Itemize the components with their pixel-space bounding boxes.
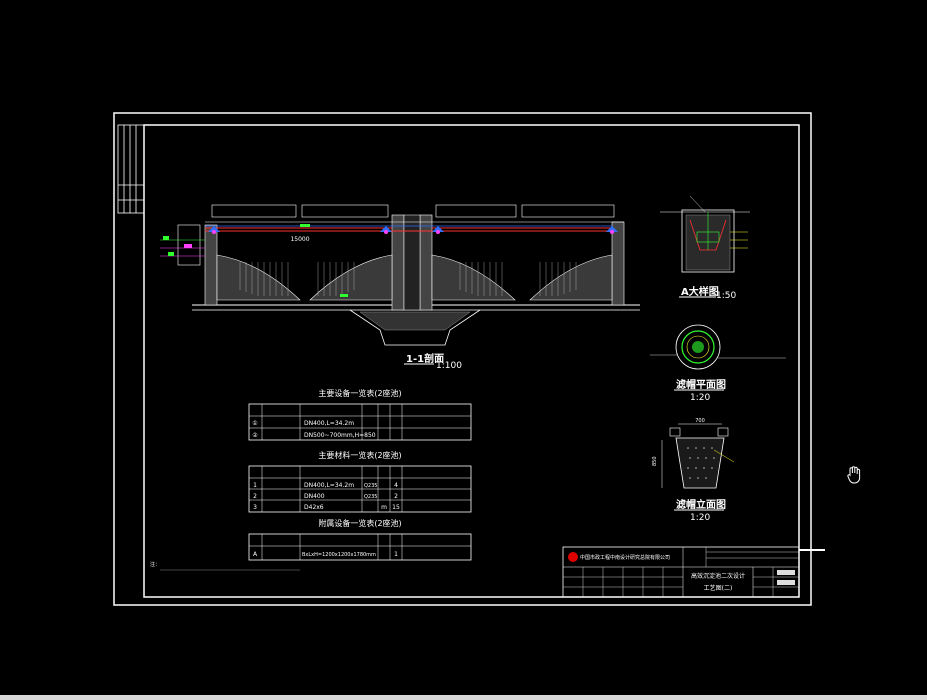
span-dimension: 15000 xyxy=(290,236,309,243)
company-logo-icon xyxy=(568,552,578,562)
table-cell: 15 xyxy=(392,504,400,511)
table-cell: 2 xyxy=(394,493,398,500)
detail-a-scale: 1:50 xyxy=(716,291,736,301)
elev-height-dim: 850 xyxy=(652,456,658,466)
table-cell: A xyxy=(253,551,258,558)
elev-title: 滤帽立面图 xyxy=(676,498,726,511)
section-1-1: 15000 xyxy=(160,204,640,346)
sheet-name: 工艺图(二) xyxy=(704,584,733,592)
elev-scale: 1:20 xyxy=(690,513,710,523)
status-bar xyxy=(0,695,927,700)
table-materials: 主要材料一览表(2座池) 1 DN400,L=34.2m Q235 4 2 DN… xyxy=(248,450,472,513)
table-cell: DN500~700mm,H=850 xyxy=(304,432,376,439)
table-auxiliary-title: 附属设备一览表(2座池) xyxy=(318,518,401,528)
table-cell: 4 xyxy=(394,482,398,489)
table-cell: DN400,L=34.2m xyxy=(304,482,354,489)
section-scale: 1:100 xyxy=(436,361,462,371)
table-auxiliary: 附属设备一览表(2座池) A BxLxH=1200x1200x1780mm 1 xyxy=(248,518,472,561)
notes-label: 注： xyxy=(150,561,160,568)
outer-frame xyxy=(113,112,812,606)
plan-scale: 1:20 xyxy=(690,393,710,403)
binding-strip xyxy=(117,124,145,214)
company-name: 中国市政工程中南设计研究总院有限公司 xyxy=(580,554,670,561)
table-cell: DN400,L=34.2m xyxy=(304,420,354,427)
plan-title: 滤帽平面图 xyxy=(676,378,726,391)
table-cell: m xyxy=(381,504,387,511)
table-cell: 1 xyxy=(253,482,257,489)
detail-a-title: A大样图 xyxy=(681,285,719,298)
table-cell: Q235 xyxy=(364,494,377,500)
table-cell: D42x6 xyxy=(304,504,324,511)
table-cell: DN400 xyxy=(304,493,325,500)
table-cell: 1 xyxy=(394,551,398,558)
elev-width-dim: 700 xyxy=(695,418,705,424)
title-block: 中国市政工程中南设计研究总院有限公司 高效沉淀池二次设计 工艺图(二) xyxy=(562,546,800,598)
crosshair-tick xyxy=(799,549,825,551)
filter-cap-plan xyxy=(650,324,786,370)
filter-cap-elevation: 700 850 xyxy=(652,418,735,489)
table-cell: ① xyxy=(252,420,257,427)
detail-a-drawing xyxy=(660,195,750,273)
hand-icon xyxy=(847,466,861,484)
section-title: 1-1剖面 xyxy=(406,352,444,365)
table-equipment: 主要设备一览表(2座池) ① DN400,L=34.2m ② DN500~700… xyxy=(248,388,472,441)
table-equipment-title: 主要设备一览表(2座池) xyxy=(318,388,401,398)
inner-frame xyxy=(143,124,800,598)
table-cell: Q235 xyxy=(364,483,377,489)
table-cell: 2 xyxy=(253,493,257,500)
table-cell: ② xyxy=(252,432,258,439)
table-materials-title: 主要材料一览表(2座池) xyxy=(318,450,401,460)
table-cell: BxLxH=1200x1200x1780mm xyxy=(302,552,376,558)
project-name: 高效沉淀池二次设计 xyxy=(691,572,745,580)
table-cell: 3 xyxy=(253,504,257,511)
